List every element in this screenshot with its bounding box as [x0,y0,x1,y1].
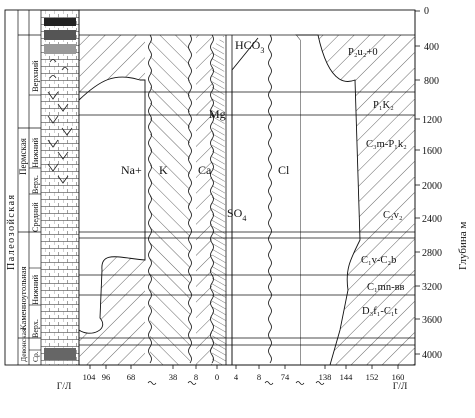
series-label-lower-carb: Нижний [30,274,40,305]
index-c1v-c2b: C₁v-C₂b [361,255,396,266]
concentration-tick-labels: Г/Л 104 96 68 38 8 0 4 8 74 138 144 152 … [57,372,408,392]
stratigraphy-labels: Палеозойская Пермская Каменноугольная Де… [6,60,40,362]
depth-tick: 2400 [422,214,442,225]
depth-axis-label: Глубина м [457,222,469,270]
depth-tick: 800 [424,76,439,87]
x-tick: 152 [366,372,379,382]
stratigraphic-column [4,9,80,366]
x-tick: 8 [194,372,198,382]
x-tick: 104 [83,372,97,382]
index-c1mn: C₁mn-вв [367,282,405,293]
depth-tick: 4000 [422,350,442,361]
label-hco3: HCO3 [235,38,264,55]
series-label-middle-carb: Средний [31,202,40,232]
depth-tick: 400 [424,42,439,53]
depth-tick: 3200 [422,282,442,293]
index-c2v2: C₂v₂ [383,210,403,221]
system-label-carboniferous: Каменноугольная [18,266,28,330]
x-tick: 0 [215,372,219,382]
stratigraphic-indices: P₂u₂+0 P₁K₂ C₃m-P₁k₂ C₂v₂ C₁v-C₂b C₁mn-в… [348,47,407,317]
label-ca: Ca [198,163,212,177]
depth-tick: 1200 [422,115,442,126]
x-tick: 144 [340,372,354,382]
x-tick: 138 [319,372,332,382]
x-tick: 38 [169,372,178,382]
x-tick: 160 [392,372,405,382]
index-p1k2: P₁K₂ [373,100,394,111]
x-tick: 68 [127,372,136,382]
series-label-upper-permian: Верхний [30,60,40,92]
label-so4: SO4 [227,206,246,223]
x-unit-left: Г/Л [57,382,72,392]
series-label-lower-permian: Нижний [30,137,40,168]
depth-tick: 2800 [422,248,442,259]
x-tick: 74 [281,372,290,382]
x-unit-right: Г/Л [393,382,408,392]
depth-tick: 0 [424,6,429,17]
x-tick: 4 [234,372,239,382]
x-tick: 8 [257,372,261,382]
depth-tick: 1600 [422,146,442,157]
plot-area [78,9,416,385]
x-tick: 96 [102,372,111,382]
index-c3m-p1k2: C₃m-P₁k₂ [366,139,407,150]
index-d3f1-c1t: D₃f₁-C₁t [362,306,398,317]
system-label-devonian: Девонская [19,328,28,362]
depth-tick: 2000 [422,181,442,192]
label-cl: Cl [278,163,290,177]
system-label-permian: Пермская [18,138,28,175]
index-p2u2: P₂u₂+0 [348,47,378,58]
component-labels: HCO3 Mg Na+ K Ca Cl SO4 [121,38,290,223]
label-k: K [159,163,168,177]
depth-tick: 3600 [422,315,442,326]
depth-tick-labels: 0 400 800 1200 1600 2000 2400 2800 3200 … [422,6,469,361]
depth-axis [414,10,420,365]
series-label-upper-carb: Верх. [31,175,40,194]
series-label-upper-dev: Верх. [31,319,40,338]
label-na: Na+ [121,163,142,177]
label-mg: Mg [209,107,226,121]
series-label-middle-dev: Ср. [31,351,40,362]
eratheme-label: Палеозойская [6,193,17,270]
